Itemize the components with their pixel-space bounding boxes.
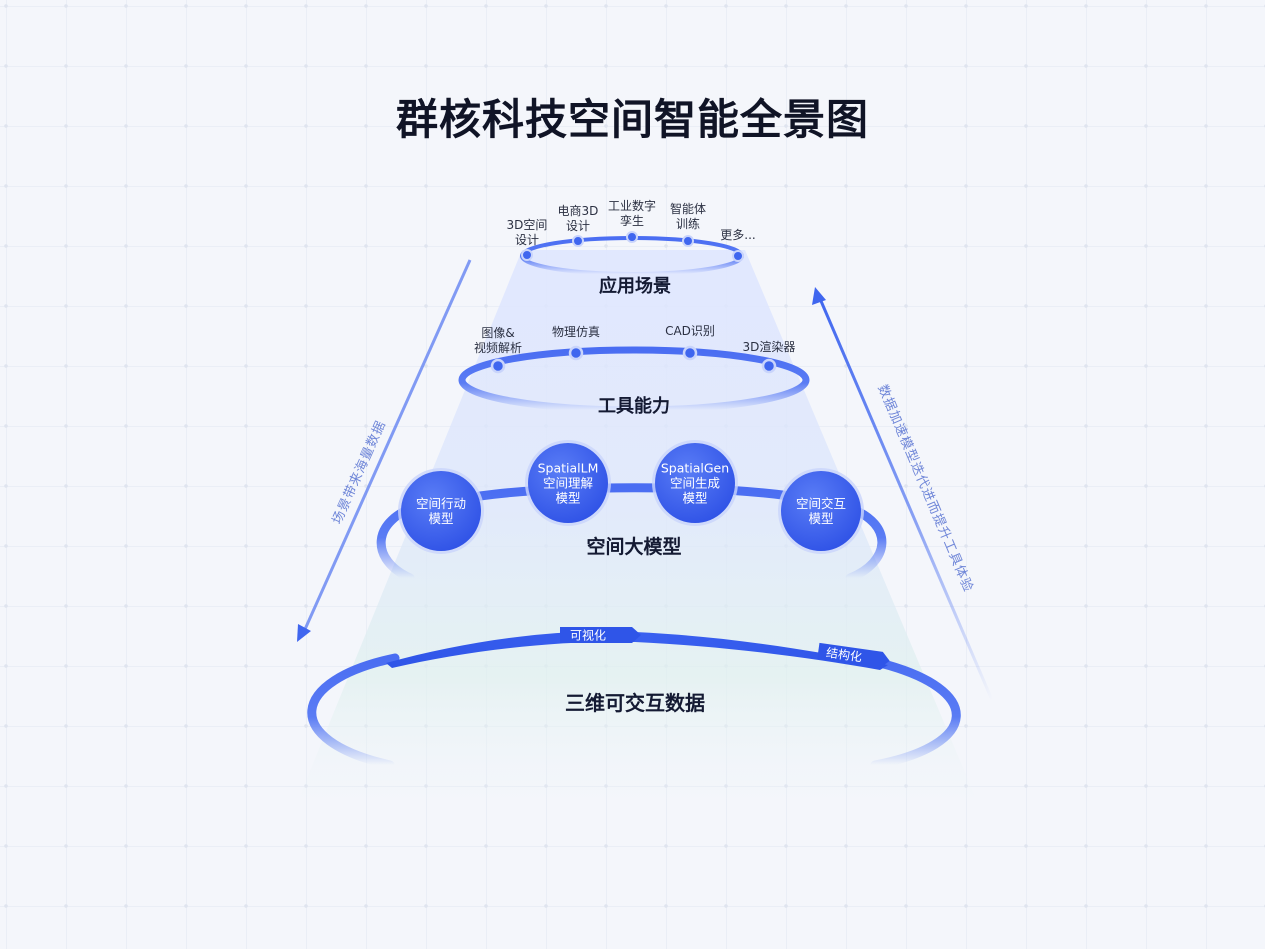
application-node-dot	[682, 235, 694, 247]
badge-visualization: 可视化	[560, 627, 641, 643]
application-node-dot	[626, 231, 638, 243]
model-node-label: 模型	[555, 491, 580, 506]
tool-node-label: 图像&	[481, 326, 514, 340]
model-node-label: 模型	[428, 511, 453, 526]
application-node-label: 工业数字	[608, 198, 656, 213]
tool-node-label: 视频解析	[474, 340, 522, 355]
application-node-label: 电商3D	[558, 203, 599, 218]
tool-node-dot	[682, 345, 698, 361]
model-node-circle	[781, 471, 861, 551]
application-node-dot	[521, 249, 533, 261]
tier-models-title: 空间大模型	[586, 535, 681, 558]
tool-nodes: 图像&视频解析 物理仿真 CAD识别 3D渲染器	[474, 324, 796, 374]
tool-node-dot	[490, 358, 506, 374]
tools-ring	[458, 346, 810, 414]
application-node-label: 设计	[515, 233, 539, 247]
tier-application-title: 应用场景	[599, 275, 671, 297]
tool-node-label: 物理仿真	[552, 325, 600, 339]
badge-structured: 结构化	[817, 642, 890, 668]
model-node-label: 空间生成	[670, 476, 720, 491]
application-nodes: 3D空间设计电商3D设计工业数字孪生智能体训练更多...	[507, 198, 756, 262]
page-title: 群核科技空间智能全景图	[395, 95, 869, 144]
tool-node-dot	[568, 345, 584, 361]
application-node-label: 更多...	[720, 228, 755, 242]
model-node-label: 空间行动	[416, 496, 466, 511]
tier-models: 空间行动模型SpatialLM空间理解模型SpatialGen空间生成模型空间交…	[376, 440, 887, 583]
model-node-circle	[655, 443, 735, 523]
application-node-label: 智能体	[670, 201, 706, 216]
model-node-circle	[528, 443, 608, 523]
badge-structured-label: 结构化	[825, 645, 863, 665]
data-band	[386, 631, 888, 670]
model-node-label: 模型	[808, 511, 833, 526]
model-node-circle	[401, 471, 481, 551]
application-node-dot	[572, 235, 584, 247]
model-node-label: 空间理解	[543, 476, 593, 491]
application-node-dot	[732, 250, 744, 262]
application-node-label: 设计	[566, 219, 590, 233]
model-node-label: 空间交互	[796, 496, 846, 511]
right-arrow	[812, 287, 994, 701]
application-node-label: 3D空间	[507, 218, 548, 232]
tier-tools: 图像&视频解析 物理仿真 CAD识别 3D渲染器 工具能力	[458, 324, 810, 417]
model-node-label: SpatialLM	[538, 461, 599, 476]
tool-node-label: CAD识别	[665, 324, 715, 338]
tier-data-title: 三维可交互数据	[565, 691, 705, 715]
left-arrow	[297, 259, 472, 642]
tool-node-label: 3D渲染器	[743, 339, 796, 354]
model-nodes: 空间行动模型SpatialLM空间理解模型SpatialGen空间生成模型空间交…	[398, 440, 864, 554]
application-node-label: 训练	[676, 216, 700, 231]
tier-data: 可视化 结构化 三维可交互数据	[307, 627, 961, 770]
tier-tools-title: 工具能力	[598, 395, 670, 417]
model-node-label: SpatialGen	[661, 461, 729, 476]
right-side-label: 数据加速模型迭代进而提升工具体验	[874, 382, 976, 594]
tool-node-dot	[761, 358, 777, 374]
model-node-label: 模型	[682, 491, 707, 506]
application-node-label: 孪生	[620, 213, 644, 228]
light-cone	[290, 250, 985, 820]
badge-visualization-label: 可视化	[570, 628, 606, 643]
data-ring	[307, 653, 961, 770]
